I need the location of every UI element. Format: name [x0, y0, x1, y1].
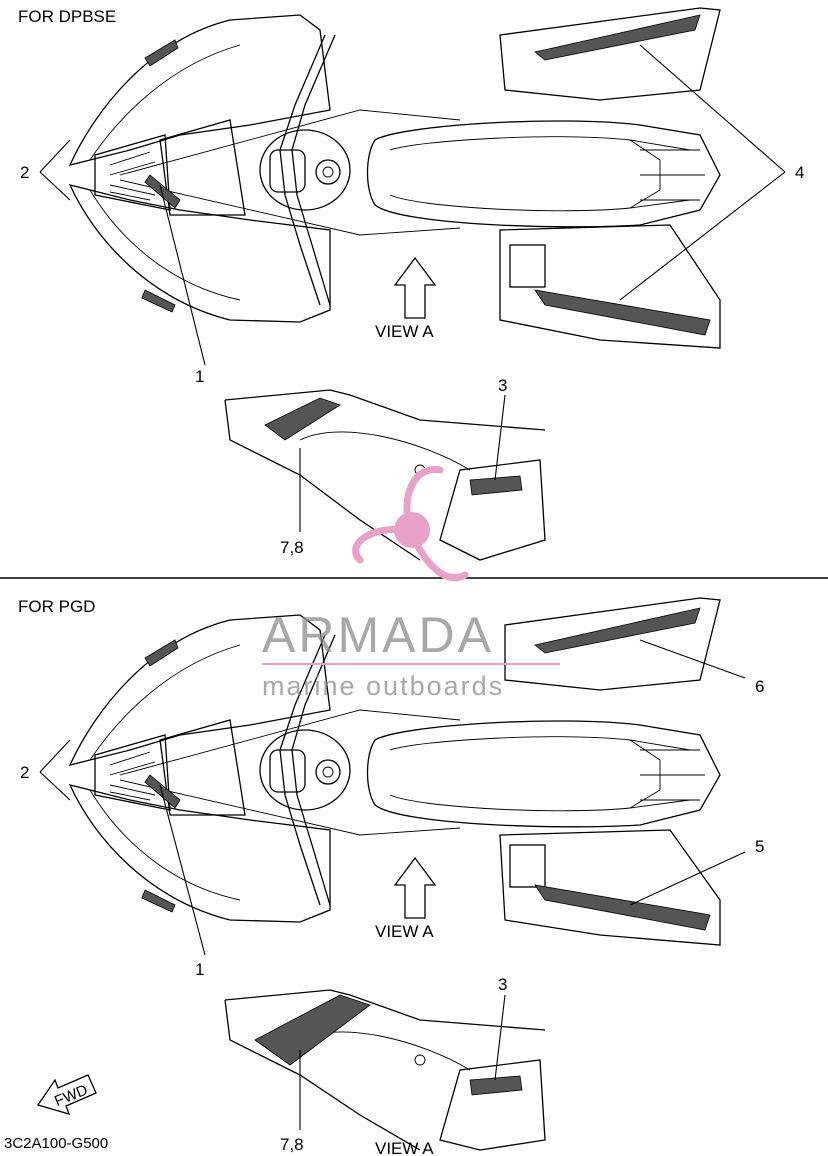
rear-fender-lower-top — [499, 224, 721, 349]
view-label-top: VIEW A — [375, 322, 434, 341]
callout-4-top: 4 — [795, 163, 804, 182]
callout-2-bottom: 2 — [20, 763, 29, 782]
callouts-top: 2 1 4 3 7,8 — [20, 44, 804, 557]
rear-fender-lower-bottom — [499, 829, 721, 946]
rear-fender-upper-top — [499, 7, 721, 101]
rear-fender-upper-bottom — [504, 597, 721, 691]
callout-1-top: 1 — [195, 367, 204, 386]
watermark-brand: ARMADA — [262, 607, 494, 663]
view-arrow-bottom — [393, 856, 437, 919]
watermark-tagline: marine outboards — [262, 671, 504, 701]
callout-2-top: 2 — [20, 163, 29, 182]
callout-3-top: 3 — [498, 376, 507, 395]
propeller-logo — [352, 466, 469, 582]
armada-watermark: ARMADA marine outboards — [262, 466, 560, 701]
callouts-bottom: 2 1 6 5 3 7,8 — [20, 639, 764, 1154]
view-label-bottom-detail: VIEW A — [375, 1139, 434, 1156]
seat-body-top — [366, 120, 721, 228]
fwd-label: FWD — [52, 1081, 90, 1110]
callout-1-bottom: 1 — [195, 960, 204, 979]
view-label-bottom: VIEW A — [375, 922, 434, 941]
view-arrow-top — [393, 256, 437, 319]
callout-5-bottom: 5 — [755, 837, 764, 856]
section-dpbse: FOR DPBSE — [18, 7, 804, 561]
callout-3-bottom: 3 — [498, 975, 507, 994]
front-fender-bottom — [68, 614, 461, 923]
view-a-detail-top — [224, 389, 546, 561]
section-pgd: FOR PGD — [4, 597, 764, 1156]
callout-78-top: 7,8 — [280, 538, 304, 557]
callout-6-bottom: 6 — [755, 677, 764, 696]
section-title-dpbse: FOR DPBSE — [18, 7, 116, 26]
view-a-detail-bottom — [224, 989, 546, 1151]
callout-78-bottom: 7,8 — [280, 1135, 304, 1154]
fwd-arrow: FWD — [36, 1074, 97, 1115]
diagram-code: 3C2A100-G500 — [4, 1135, 108, 1152]
front-fender-top — [68, 14, 461, 323]
section-title-pgd: FOR PGD — [18, 597, 95, 616]
seat-body-bottom — [366, 720, 721, 828]
